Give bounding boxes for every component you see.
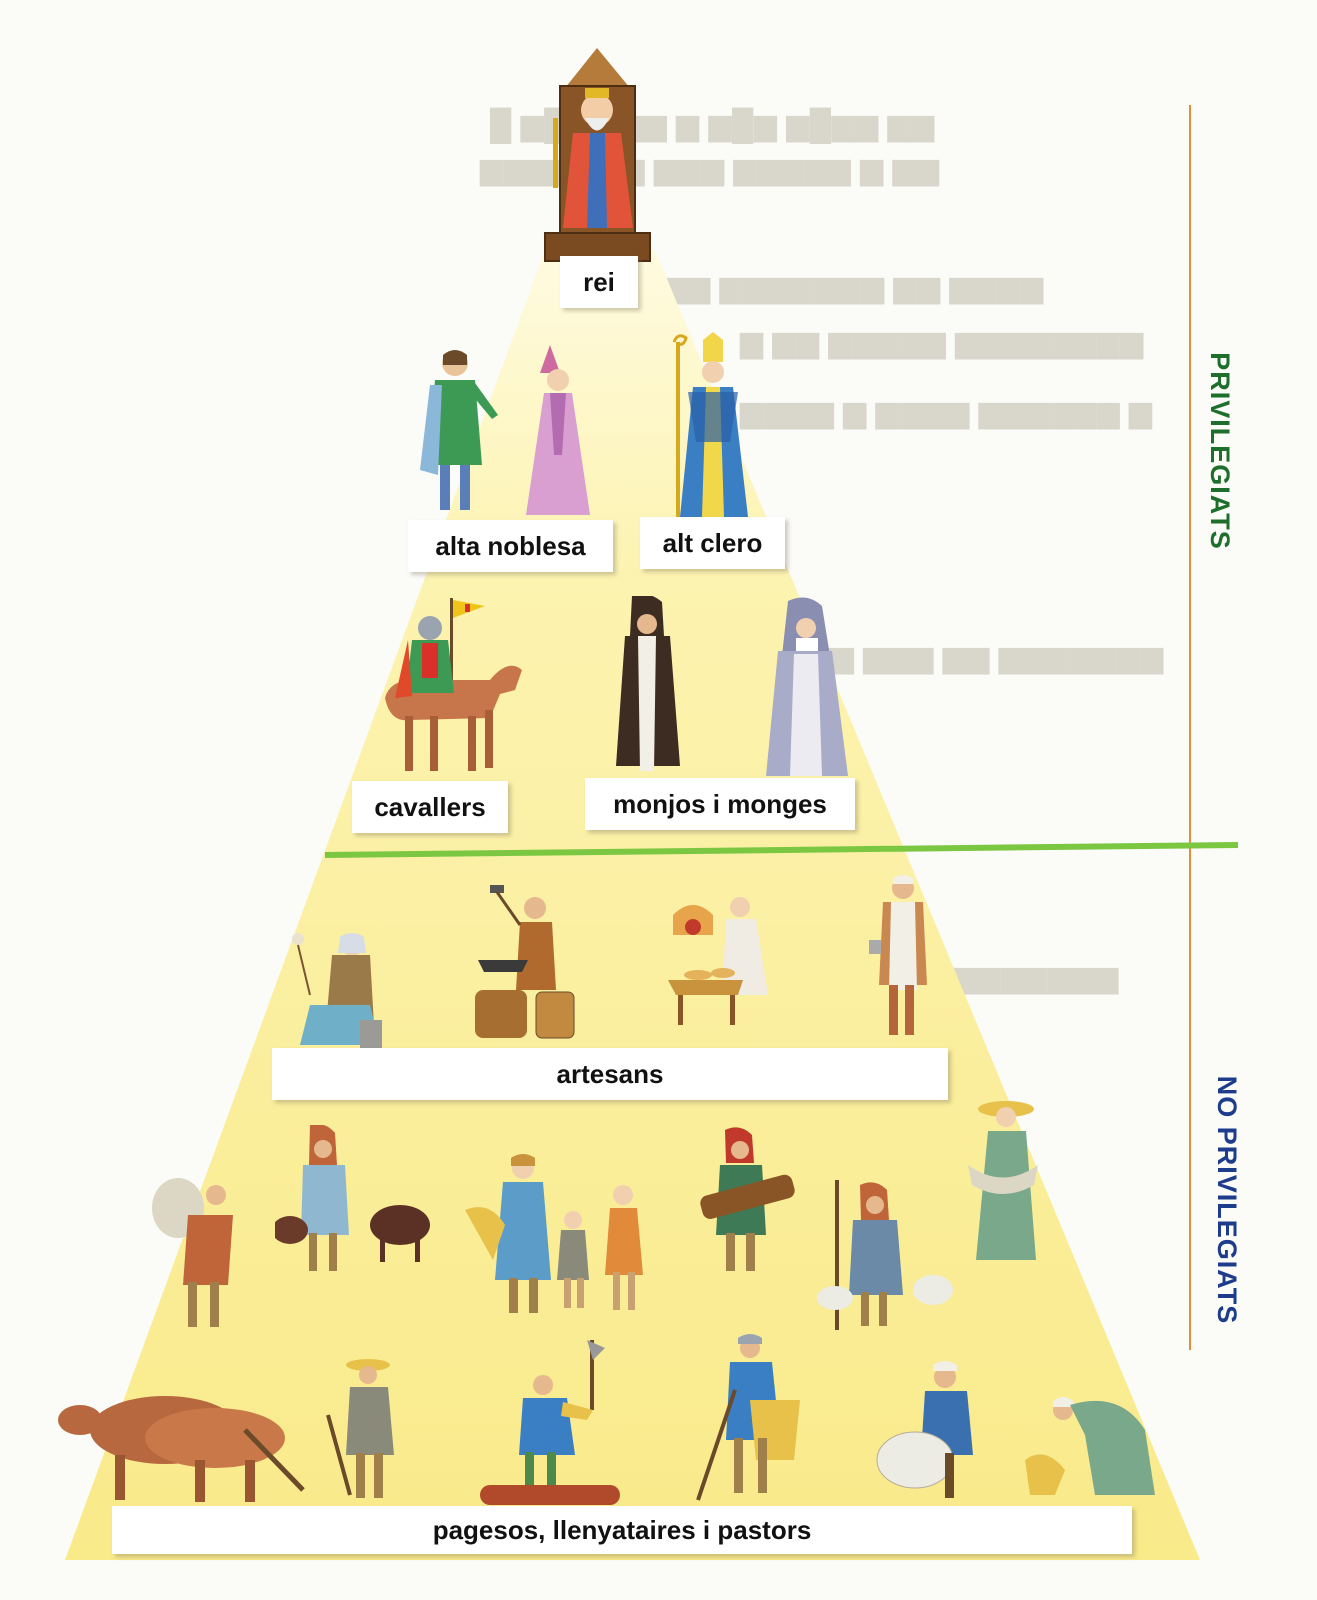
shearer-icon bbox=[876, 1361, 973, 1498]
label-pagesos: pagesos, llenyataires i pastors bbox=[112, 1506, 1132, 1554]
sower-icon bbox=[968, 1101, 1038, 1260]
swineherd-icon bbox=[275, 1125, 430, 1271]
spinner-icon bbox=[292, 933, 382, 1050]
nun-icon bbox=[766, 597, 848, 776]
label-alt-clero: alt clero bbox=[640, 517, 785, 569]
background-text: ▆▆▆ ▆▆▆▆▆▆▆ ▆▆ ▆▆▆▆ bbox=[640, 271, 1044, 304]
woodcutter-icon bbox=[700, 1127, 795, 1271]
noble-icon bbox=[420, 350, 498, 510]
background-text: ▆▆▆▆ ▆ ▆▆▆▆ ▆▆▆▆▆▆ ▆ bbox=[740, 396, 1153, 429]
hoer-icon bbox=[696, 1334, 800, 1501]
privileged-label: PRIVILEGIATS bbox=[1205, 352, 1235, 550]
lady-icon bbox=[526, 345, 590, 515]
peasant-sack-icon bbox=[152, 1178, 233, 1327]
non-privileged-label: NO PRIVILEGIATS bbox=[1212, 1075, 1242, 1325]
ploughman-icon bbox=[326, 1359, 394, 1498]
background-text: ▆ ▆▆ ▆▆▆▆▆ ▆▆▆▆▆▆▆▆ bbox=[740, 326, 1144, 359]
king-icon bbox=[544, 48, 651, 262]
monk-icon bbox=[616, 596, 680, 771]
baker-icon bbox=[668, 897, 768, 1025]
knight-icon bbox=[385, 598, 522, 771]
label-artesans: artesans bbox=[272, 1048, 948, 1100]
shepherd-icon bbox=[817, 1180, 953, 1330]
butcher-icon bbox=[869, 875, 927, 1035]
family-icon bbox=[465, 1154, 643, 1313]
label-rei: rei bbox=[560, 256, 638, 308]
label-alta-noblesa: alta noblesa bbox=[408, 520, 613, 572]
reaper-icon bbox=[1025, 1397, 1155, 1495]
pyramid-body bbox=[65, 250, 1200, 1560]
blacksmith-icon bbox=[475, 885, 575, 1039]
label-monjos-i-monges: monjos i monges bbox=[585, 778, 855, 830]
ox-plough-icon bbox=[58, 1396, 305, 1502]
privilege-divider bbox=[324, 842, 1239, 858]
bishop-icon bbox=[672, 332, 748, 517]
axeman-icon bbox=[480, 1340, 620, 1505]
label-cavallers: cavallers bbox=[352, 781, 508, 833]
